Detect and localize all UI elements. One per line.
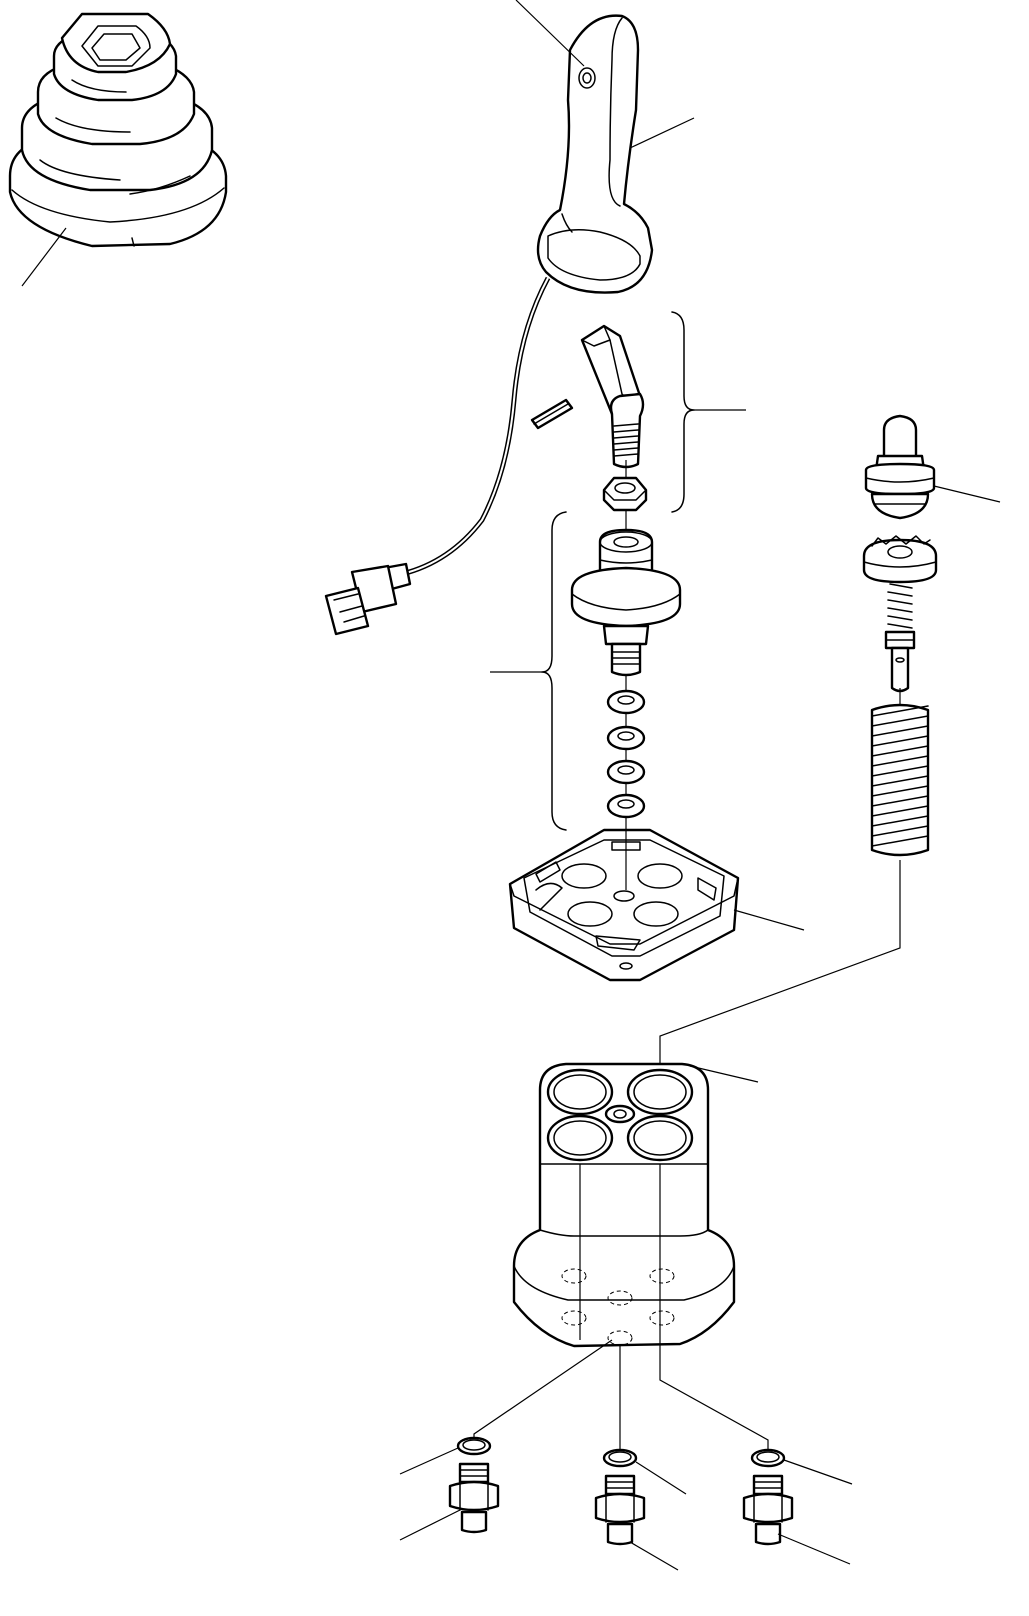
nut	[604, 478, 646, 510]
plunger-assembly	[864, 416, 1000, 691]
fitting-center	[596, 1476, 678, 1570]
rubber-boot	[10, 14, 226, 286]
spring	[872, 688, 928, 855]
leader-line	[660, 1366, 768, 1452]
o-rings	[400, 1438, 852, 1494]
fitting-left	[400, 1464, 498, 1540]
fitting-right	[744, 1476, 850, 1564]
pin	[532, 400, 572, 428]
bracket-joint-group	[542, 512, 566, 830]
cable-harness	[326, 278, 548, 634]
joystick-grip	[516, 0, 694, 293]
lever	[582, 326, 643, 467]
leader-line	[660, 860, 900, 1076]
joint	[572, 530, 680, 675]
bracket-lever-group	[672, 312, 694, 512]
plate	[510, 830, 804, 980]
valve-body	[514, 1064, 758, 1366]
leader-line	[474, 1340, 612, 1446]
